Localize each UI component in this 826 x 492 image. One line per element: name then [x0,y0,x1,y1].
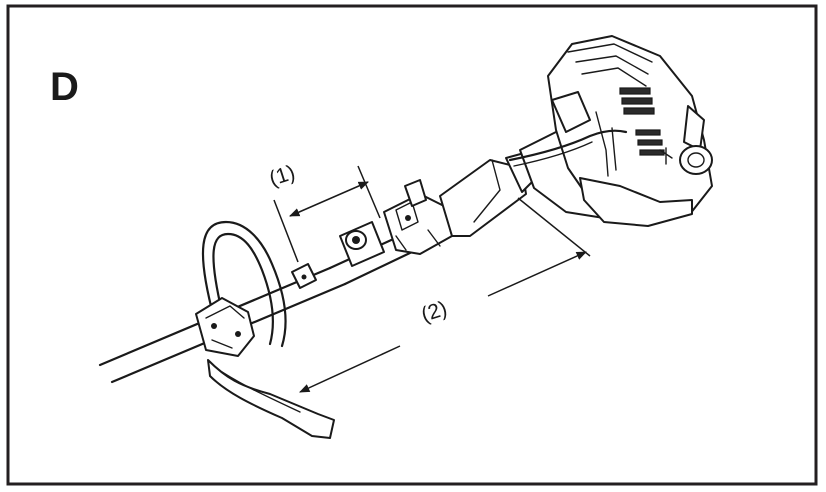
dimension-2 [299,197,591,393]
dimension-1 [273,165,381,263]
engine-unit [508,35,713,227]
dimension-1-label: (1) [266,161,298,191]
figure-letter: D [50,65,79,109]
loop-handle [195,220,335,439]
shaft-coupler [339,179,453,267]
dimension-2-label: (2) [418,297,450,327]
figure-frame [6,4,818,486]
